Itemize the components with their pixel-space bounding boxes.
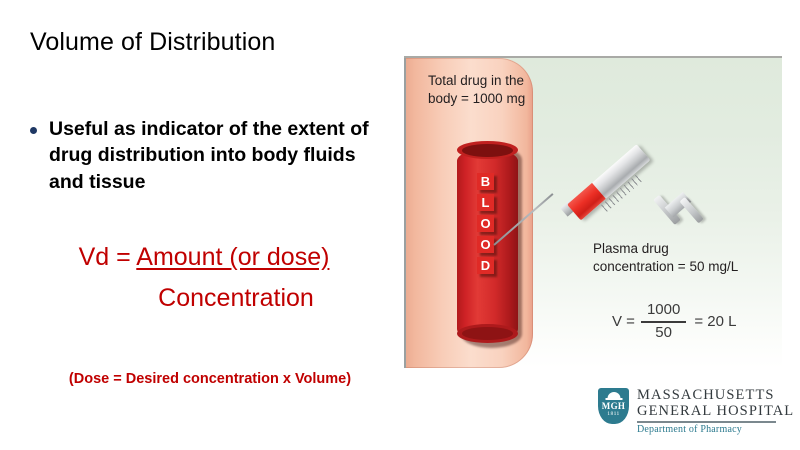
total-drug-label: Total drug in the body = 1000 mg (428, 73, 526, 107)
vd-formula: Vd = Amount (or dose) Concentration (0, 243, 400, 313)
formula-numerator: Amount (or dose) (136, 243, 330, 271)
mgh-wordmark: MASSACHUSETTS GENERAL HOSPITAL Departmen… (637, 387, 794, 435)
equation-result: = 20 L (694, 313, 737, 331)
syringe-graphic (493, 128, 704, 246)
mgh-divider (637, 421, 776, 423)
vessel-top-opening (462, 144, 513, 157)
equation-denominator: 50 (655, 323, 672, 341)
dose-note: (Dose = Desired concentration x Volume) (68, 371, 352, 387)
bullet-text: Useful as indicator of the extent of dru… (49, 118, 369, 193)
volume-of-distribution-diagram: Total drug in the body = 1000 mg B L O O… (404, 56, 782, 368)
formula-first-line: Vd = Amount (or dose) (0, 243, 400, 272)
volume-equation: V = 1000 50 = 20 L (612, 301, 737, 342)
plasma-panel-left-edge (404, 58, 406, 368)
formula-lhs: Vd = (78, 243, 137, 271)
dome-icon (607, 392, 620, 399)
mgh-logo: MGH 1811 MASSACHUSETTS GENERAL HOSPITAL … (598, 387, 794, 435)
plasma-concentration-label: Plasma drug concentration = 50 mg/L (593, 241, 739, 275)
blood-letter: L (477, 194, 494, 211)
equation-fraction: 1000 50 (640, 301, 687, 342)
mgh-department-label: Department of Pharmacy (637, 423, 742, 435)
equation-lhs: V = (612, 313, 635, 331)
blood-letter: D (477, 257, 494, 274)
equation-fraction-bar (640, 320, 687, 323)
blood-letter: O (477, 236, 494, 253)
mgh-shield-icon: MGH 1811 (598, 388, 629, 424)
bullet-point-icon (30, 127, 37, 134)
blood-word-label: B L O O D (477, 173, 494, 278)
dome-base-icon (605, 398, 622, 400)
bullet-list-item: Useful as indicator of the extent of dru… (30, 116, 380, 195)
mgh-shield-abbreviation: MGH (601, 401, 626, 411)
blood-letter: B (477, 173, 494, 190)
blood-vessel-graphic: B L O O D (457, 141, 522, 348)
formula-denominator: Concentration (158, 284, 314, 312)
mgh-wordmark-line2: GENERAL HOSPITAL (637, 402, 795, 419)
mgh-shield-year: 1811 (607, 411, 620, 417)
mgh-wordmark-line1: MASSACHUSETTS (637, 387, 775, 403)
blood-letter: O (477, 215, 494, 232)
equation-numerator: 1000 (646, 301, 681, 318)
page-title: Volume of Distribution (30, 28, 276, 56)
vessel-bottom-inner (462, 327, 513, 340)
diagram-top-rule (404, 56, 782, 58)
